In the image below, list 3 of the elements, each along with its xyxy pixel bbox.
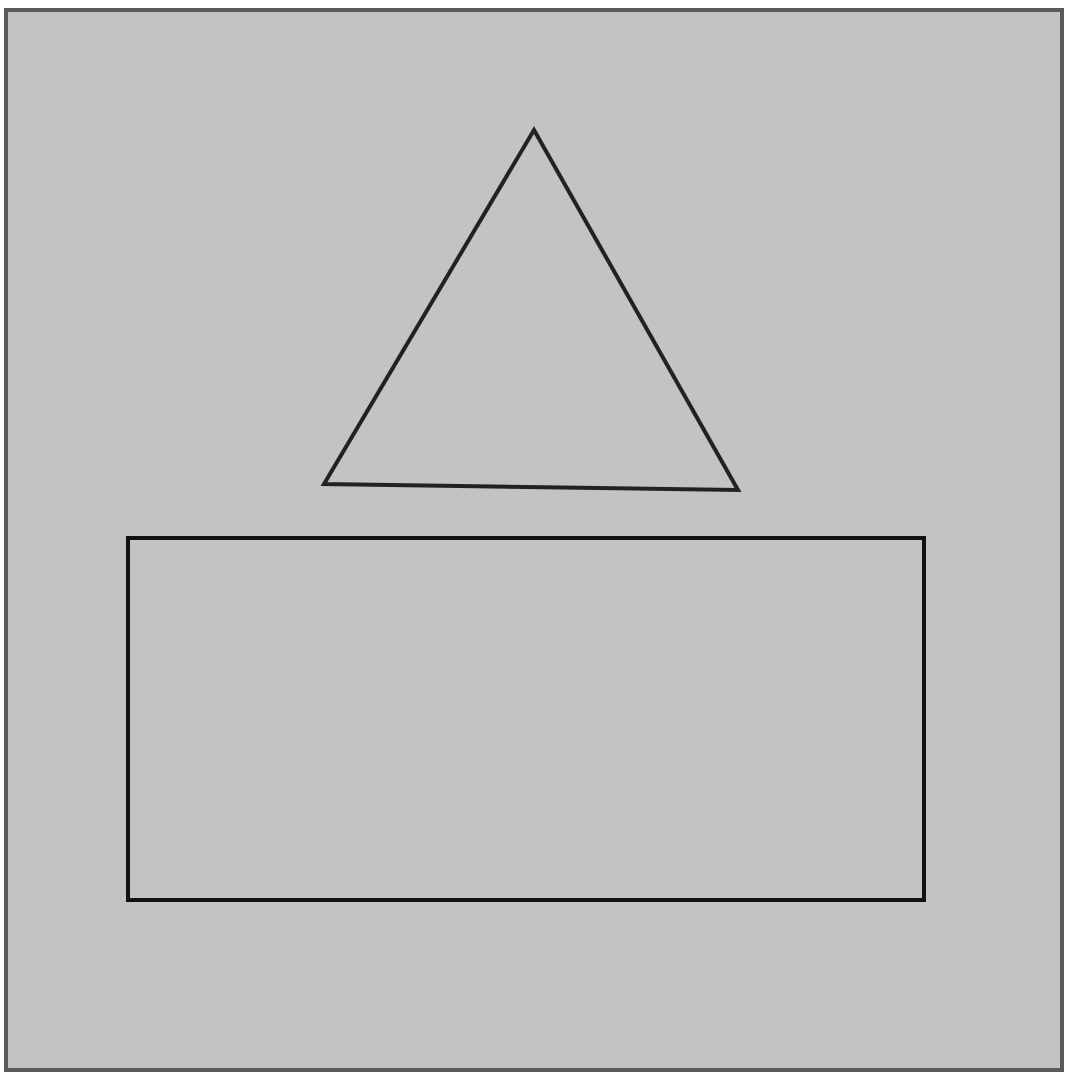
triangle-outline [320,126,742,493]
panel-background [4,8,1064,1072]
rectangle-outline [126,536,926,902]
